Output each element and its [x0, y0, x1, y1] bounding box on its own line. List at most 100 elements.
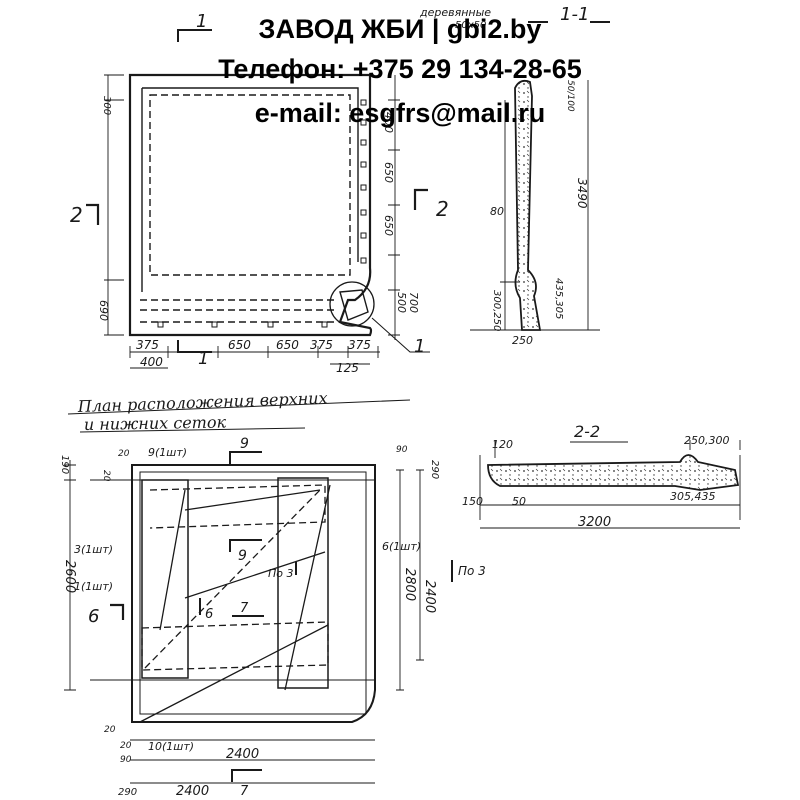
note-wooden: деревянные [419, 6, 491, 19]
mark-1-right: 1 [414, 336, 425, 357]
dim-50-100: 50/100 [565, 80, 575, 112]
mark-10-1pc: 10(1шт) [148, 740, 194, 753]
cut2-left-label: 2 [70, 203, 83, 227]
note-50x50: 50x50 [455, 20, 486, 31]
dim-right-700: 700 [407, 292, 420, 313]
leader-1-right [371, 317, 430, 353]
cut-1-top [177, 29, 212, 42]
anchor-marks [157, 99, 367, 328]
dim-right-500: 500 [395, 292, 408, 313]
cut-9-label: 9 [240, 436, 249, 452]
cut-po3-outer-label: По 3 [458, 564, 486, 578]
dim-50: 50 [512, 495, 526, 508]
cut-2-right [413, 188, 428, 210]
dim-right-650a: 650 [382, 162, 395, 183]
dim-bottom-400: 400 [140, 355, 163, 369]
dim-250: 250 [512, 334, 533, 347]
mark-3-1pc: 3(1шт) [74, 543, 113, 556]
dim-2400-h2: 2400 [176, 784, 209, 799]
panel-inner-frame [141, 87, 359, 292]
dim-lines-plan [64, 460, 424, 784]
dim-3490: 3490 [575, 178, 589, 209]
dim-20-b: 20 [101, 470, 111, 482]
dim-20-d: 20 [120, 741, 132, 751]
dim-3200: 3200 [578, 515, 611, 530]
section-1-1-body [514, 79, 542, 331]
dim-20-c: 20 [104, 725, 116, 735]
mark-6-1pc: 6(1шт) [382, 540, 421, 553]
cut-7-bottom [231, 769, 262, 782]
dim-bottom-375b: 375 [310, 338, 333, 352]
mark-9-1pc: 9(1шт) [148, 446, 187, 459]
dim-190: 190 [59, 455, 70, 474]
section-2-2 [479, 440, 741, 529]
watermark-title: ЗАВОД ЖБИ | gbi2.by [258, 14, 542, 44]
section-1-1 [470, 21, 610, 331]
dim-2400-v: 2400 [422, 580, 437, 613]
mark-1-top: 1 [196, 11, 207, 32]
dim-90-b: 90 [120, 755, 132, 765]
dim-left-top: 300 [101, 96, 112, 115]
dim-250-300: 250,300 [684, 434, 730, 447]
cut-2-left [86, 203, 100, 225]
heading-underline [67, 399, 411, 433]
cut2-right-label: 2 [436, 197, 449, 221]
dim-20-a: 20 [118, 449, 130, 459]
dim-290-b: 290 [118, 787, 137, 798]
mesh-frame-inner [139, 471, 367, 715]
plan-heading-1: План расположения верхних [76, 388, 327, 416]
mesh-top-dashed [149, 484, 326, 529]
cut-1-bottom [177, 340, 212, 353]
dim-435-305: 435,305 [553, 278, 564, 319]
plan-heading-2: и нижних сеток [84, 413, 227, 434]
dim-bottom-125: 125 [336, 361, 359, 375]
dim-right-400: 400 [382, 112, 395, 133]
cut-7-bottom-label: 7 [240, 784, 249, 799]
dim-120: 120 [492, 438, 513, 451]
cut-7-inner-label: 7 [240, 601, 249, 616]
cut-6-inner-label: 6 [205, 607, 213, 622]
section-2-2-labels: 2-2 120 250,300 150 50 305,435 3200 [462, 422, 730, 530]
dim-bottom-650a: 650 [228, 338, 251, 352]
cut-6-left-label: 6 [88, 606, 99, 627]
dim-lines-elevation [104, 74, 400, 369]
watermark-phone: Телефон: +375 29 134-28-65 [218, 54, 582, 84]
watermark-email: e-mail: esgfrs@mail.ru [254, 98, 546, 128]
mesh-bottom-dashed [141, 621, 329, 671]
dim-150: 150 [462, 495, 483, 508]
reinforcement-dashed [140, 94, 351, 323]
section-1-1-title: 1-1 [560, 4, 589, 25]
dim-305-435: 305,435 [670, 490, 716, 503]
section-2-2-title: 2-2 [574, 422, 600, 441]
cut-6-left [110, 603, 125, 620]
dim-90-a: 90 [396, 445, 408, 455]
mesh-right [277, 477, 329, 689]
dim-2800: 2800 [402, 568, 417, 601]
dim-80: 80 [490, 205, 504, 218]
dim-bottom-375c: 375 [348, 338, 371, 352]
dim-300-250: 300,250 [491, 290, 502, 331]
mesh-plan-labels: План расположения верхних и нижних сеток… [59, 388, 486, 799]
dim-right-650b: 650 [382, 215, 395, 236]
mesh-diagonals [139, 484, 331, 723]
dim-290-a: 290 [429, 460, 440, 479]
dim-bottom-650b: 650 [276, 338, 299, 352]
dim-left-bottom: 690 [97, 300, 110, 321]
mark-1-1pc: 1(1шт) [74, 580, 113, 593]
mark-1-bottom: 1 [198, 349, 209, 369]
cut-po3-inner-label: По 3 [268, 567, 294, 580]
panel-outline [128, 73, 373, 337]
section-2-2-body [487, 454, 740, 491]
mesh-plan-outline [131, 464, 376, 723]
cut-9-top [229, 451, 262, 465]
corner-node [329, 281, 375, 327]
elevation-labels: 1 1 1 2 2 300 690 400 650 650 500 700 37… [70, 11, 449, 375]
panel-elevation [86, 29, 430, 369]
mesh-plan [64, 399, 453, 784]
mesh-diagonal-dashed [144, 489, 321, 669]
dim-2600: 2600 [62, 560, 77, 593]
dim-2400-h1: 2400 [226, 747, 259, 762]
cut-9-inner-label: 9 [238, 548, 247, 564]
cut-9-inner [229, 539, 262, 552]
